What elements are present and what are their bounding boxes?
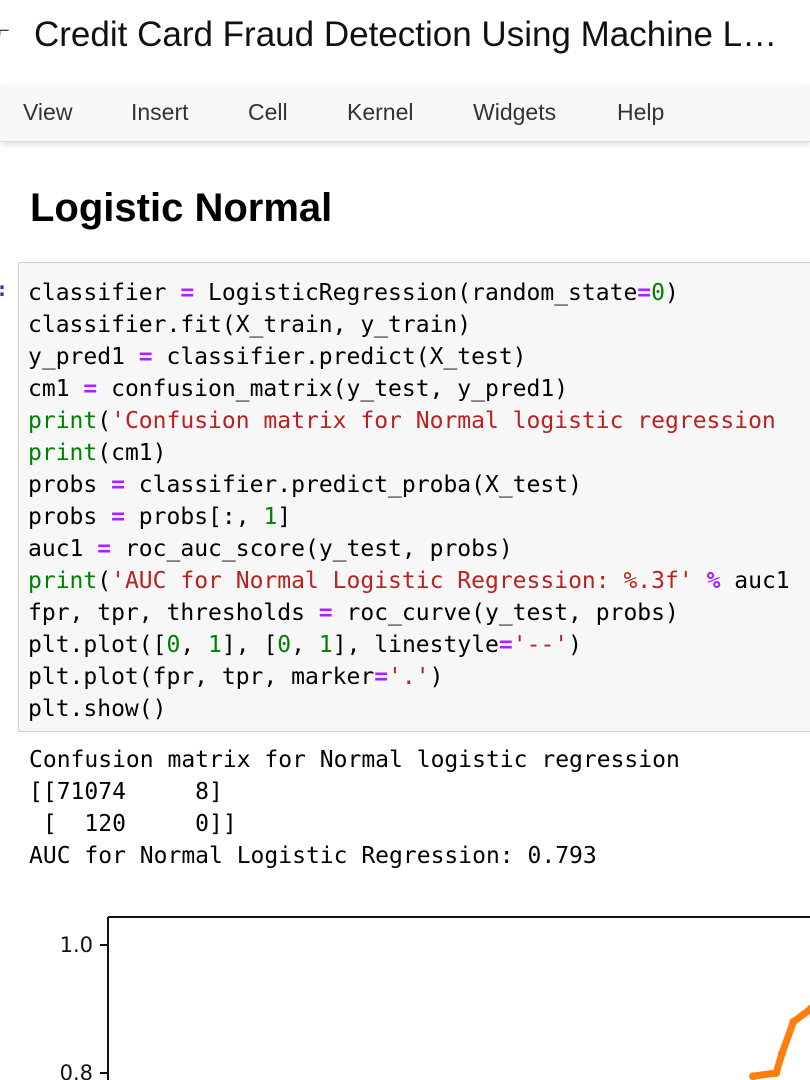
menu-bar: View Insert Cell Kernel Widgets Help xyxy=(0,84,810,142)
y-tick-label: 0.8 xyxy=(60,1061,93,1080)
markdown-heading: Logistic Normal xyxy=(30,186,333,230)
output-line: AUC for Normal Logistic Regression: 0.79… xyxy=(29,843,597,869)
menu-view[interactable]: View xyxy=(23,99,73,125)
code-line: cm1 = confusion_matrix(y_test, y_pred1) xyxy=(28,376,569,402)
jupyter-logo-icon[interactable]: ⌐ xyxy=(0,20,10,42)
code-line: classifier.fit(X_train, y_train) xyxy=(28,312,472,338)
code-line: probs = classifier.predict_proba(X_test) xyxy=(28,472,582,498)
menu-help[interactable]: Help xyxy=(617,99,665,125)
code-line: y_pred1 = classifier.predict(X_test) xyxy=(28,344,527,370)
notebook-title[interactable]: Credit Card Fraud Detection Using Machin… xyxy=(34,15,778,54)
roc-chart-svg: 1.0 0.8 xyxy=(60,916,810,1080)
roc-curve-point xyxy=(749,1072,758,1080)
menu-kernel[interactable]: Kernel xyxy=(347,99,414,125)
y-tick-label: 1.0 xyxy=(60,933,93,957)
roc-curve-line xyxy=(749,1004,810,1080)
code-line: fpr, tpr, thresholds = roc_curve(y_test,… xyxy=(28,600,679,626)
code-line: print('AUC for Normal Logistic Regressio… xyxy=(28,568,790,594)
roc-plot: 1.0 0.8 xyxy=(0,890,810,1080)
code-line: plt.plot(fpr, tpr, marker='.') xyxy=(28,664,444,690)
menu-widgets[interactable]: Widgets xyxy=(473,99,557,125)
code-line: print(cm1) xyxy=(28,440,167,466)
code-line: plt.show() xyxy=(28,696,167,722)
output-line: [ 120 0]] xyxy=(29,811,237,837)
menu-cell[interactable]: Cell xyxy=(248,99,288,125)
menu-insert[interactable]: Insert xyxy=(131,99,189,125)
notebook-header: ⌐ Credit Card Fraud Detection Using Mach… xyxy=(0,0,810,85)
code-line: auc1 = roc_auc_score(y_test, probs) xyxy=(28,536,513,562)
code-cell-input[interactable]: classifier = LogisticRegression(random_s… xyxy=(18,262,810,732)
roc-curve-point xyxy=(772,1069,781,1077)
code-editor[interactable]: classifier = LogisticRegression(random_s… xyxy=(28,277,790,725)
code-line: probs = probs[:, 1] xyxy=(28,504,292,530)
code-line: plt.plot([0, 1], [0, 1], linestyle='--') xyxy=(28,632,582,658)
roc-curve-point xyxy=(806,1005,810,1013)
code-line: print('Confusion matrix for Normal logis… xyxy=(28,408,776,434)
output-line: Confusion matrix for Normal logistic reg… xyxy=(29,747,680,773)
input-prompt: : xyxy=(0,277,8,301)
output-line: [[71074 8] xyxy=(29,779,223,805)
roc-curve-point xyxy=(789,1017,798,1026)
code-line: classifier = LogisticRegression(random_s… xyxy=(28,280,679,306)
roc-curve-point xyxy=(777,1049,786,1058)
cell-output: Confusion matrix for Normal logistic reg… xyxy=(29,744,680,872)
